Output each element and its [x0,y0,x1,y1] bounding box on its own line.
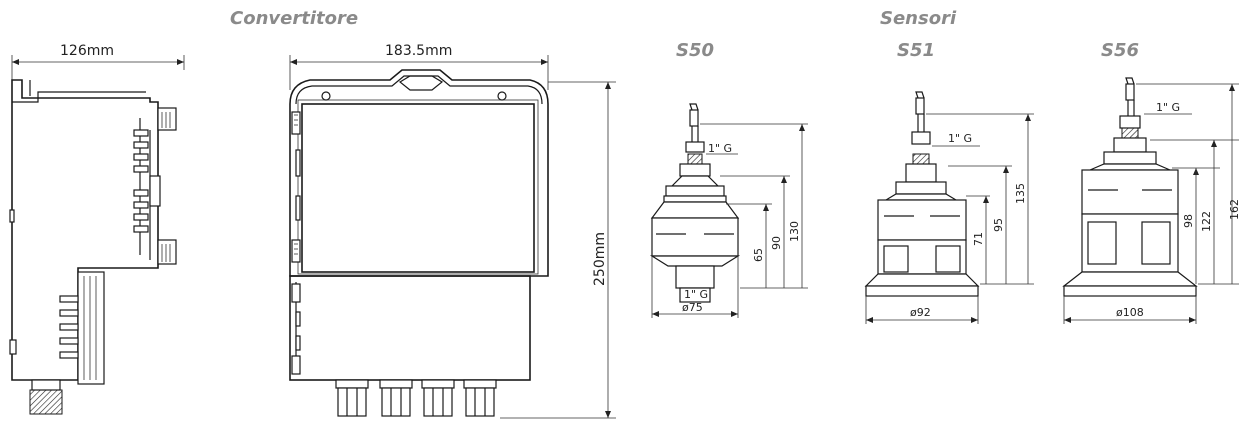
converter-side-view: 126mm [9,43,185,415]
s50-height-90: 90 [770,236,783,250]
side-ribs-lower [9,209,105,385]
dim-width-183: 183.5mm [385,43,452,59]
front-cable-glands [335,379,497,417]
s51-height-95: 95 [992,218,1005,232]
s56-height-98: 98 [1182,214,1195,228]
s50-thread-bottom: 1" G [684,288,708,301]
sensor-s56: 1" G ø108 162 122 98 [1062,77,1239,324]
heading-sensors: Sensori [880,8,957,29]
converter-front-view: 183.5mm [289,43,616,419]
s50-diameter: ø75 [682,301,703,314]
s51-height-71: 71 [972,232,985,246]
side-cable-gland [29,379,63,415]
s50-height-130: 130 [788,221,801,242]
dim-depth-126: 126mm [60,43,114,59]
s50-height-65: 65 [752,248,765,262]
s56-diameter: ø108 [1116,306,1144,319]
heading-s56: S56 [1101,40,1139,61]
s56-height-162: 162 [1228,199,1239,220]
heading-converter: Convertitore [230,8,358,29]
side-ribs-upper [133,107,177,265]
s56-thread: 1" G [1156,101,1180,114]
s51-height-135: 135 [1014,183,1027,204]
sensor-s50: 1" G 1" G ø75 130 90 65 [649,103,808,318]
heading-s51: S51 [897,40,935,61]
dim-height-250: 250mm [592,232,608,286]
s56-height-122: 122 [1200,211,1213,232]
s50-thread-top: 1" G [708,142,732,155]
s51-diameter: ø92 [910,306,931,319]
sensor-s51: 1" G ø92 135 95 71 [864,91,1034,324]
heading-s50: S50 [676,40,714,61]
s51-thread: 1" G [948,132,972,145]
